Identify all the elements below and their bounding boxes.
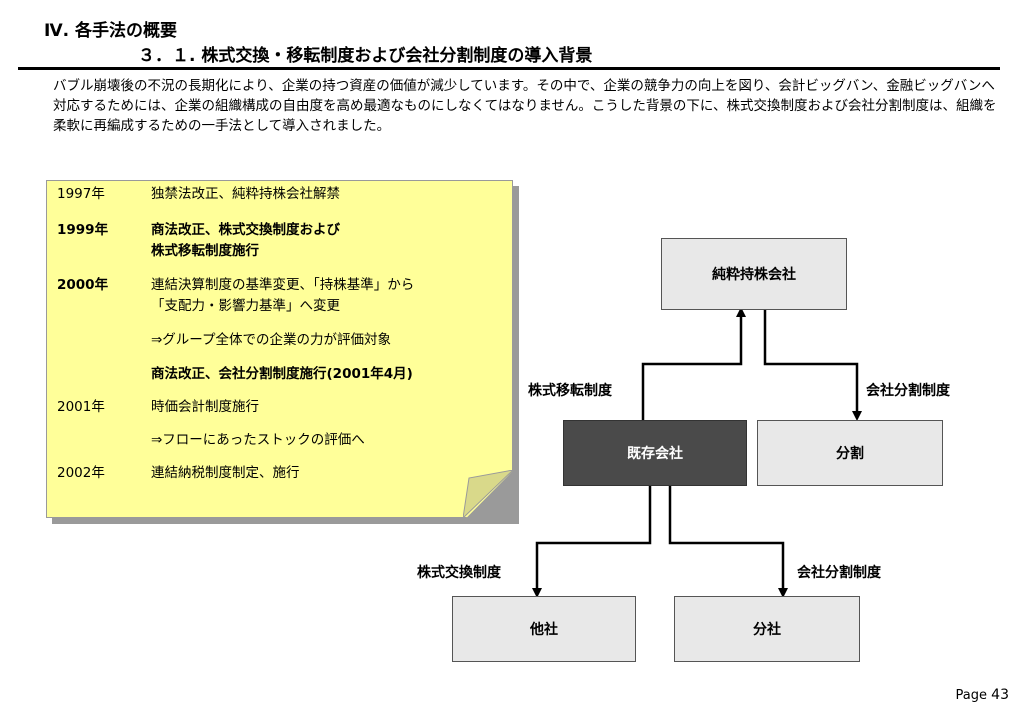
- label-company-split-top: 会社分割制度: [866, 383, 950, 399]
- label-company-split-bottom: 会社分割制度: [797, 565, 881, 581]
- timeline-year: 2001年: [57, 399, 105, 415]
- box-existing-company: 既存会社: [563, 420, 747, 486]
- box-other-company: 他社: [452, 596, 636, 662]
- timeline-text: 独禁法改正、純粋持株会社解禁: [151, 186, 340, 202]
- intro-paragraph: バブル崩壊後の不況の長期化により、企業の持つ資産の価値が減少しています。その中で…: [53, 78, 997, 134]
- page-number-value: 43: [991, 687, 1009, 703]
- page-number: Page 43: [956, 687, 1009, 703]
- label-stock-transfer: 株式移転制度: [528, 383, 612, 399]
- timeline-text: ⇒フローにあったストックの評価へ: [151, 432, 365, 448]
- title-divider: [18, 67, 1000, 70]
- timeline-year: 2000年: [57, 277, 109, 293]
- timeline-text: 商法改正、会社分割制度施行(2001年4月): [151, 366, 413, 382]
- timeline-text: 連結決算制度の基準変更、「持株基準」から 「支配力・影響力基準」へ変更: [151, 277, 415, 314]
- timeline-year: 2002年: [57, 465, 105, 481]
- timeline-year: 1997年: [57, 186, 105, 202]
- timeline-text: 連結納税制度制定、施行: [151, 465, 300, 481]
- arrow-company-split-top: [763, 310, 862, 421]
- timeline-text: 商法改正、株式交換制度および 株式移転制度施行: [151, 222, 340, 259]
- timeline-note: [46, 180, 513, 518]
- subsection-title: ３．１. 株式交換・移転制度および会社分割制度の導入背景: [138, 46, 593, 66]
- arrow-company-split-bottom: [668, 486, 788, 598]
- box-split: 分割: [757, 420, 943, 486]
- label-stock-exchange: 株式交換制度: [417, 565, 501, 581]
- timeline-text: ⇒グループ全体での企業の力が評価対象: [151, 332, 392, 348]
- note-fold-corner: [463, 470, 513, 518]
- timeline-text: 時価会計制度施行: [151, 399, 259, 415]
- arrow-stock-exchange: [532, 486, 652, 598]
- box-subsidiary: 分社: [674, 596, 860, 662]
- section-title: Ⅳ. 各手法の概要: [44, 21, 178, 41]
- arrow-stock-transfer: [641, 307, 746, 420]
- box-holding-company: 純粋持株会社: [661, 238, 847, 310]
- timeline-year: 1999年: [57, 222, 109, 238]
- page-label: Page: [955, 688, 988, 703]
